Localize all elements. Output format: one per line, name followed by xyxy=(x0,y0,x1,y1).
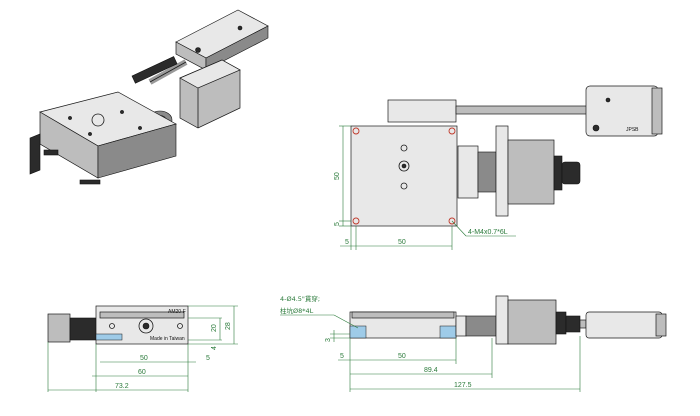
top-motor-mount xyxy=(495,125,509,217)
dim-label-73-2: 73.2 xyxy=(115,383,129,390)
mount-hole-icon xyxy=(88,132,92,136)
center-hole-icon xyxy=(400,144,408,152)
stage-base-left xyxy=(29,133,41,175)
dim-label-50-horizontal: 50 xyxy=(398,239,406,246)
center-hole-icon xyxy=(400,182,408,190)
center-hole-icon xyxy=(398,160,410,172)
dim-label-89-4: 89.4 xyxy=(424,367,438,374)
top-cable xyxy=(455,105,593,115)
mount-hole-icon xyxy=(138,126,142,130)
dim-label-5-vertical: 5 xyxy=(334,222,341,226)
dim-label-127-5: 127.5 xyxy=(454,382,472,389)
tapped-hole-icon xyxy=(448,217,456,225)
dim-label-60: 60 xyxy=(138,369,146,376)
side-cable-stub xyxy=(579,319,587,329)
front-made-in-label: Made in Taiwan xyxy=(150,336,185,342)
side-coupling xyxy=(465,315,497,337)
motor-top xyxy=(179,59,241,89)
side-counterbore-right xyxy=(439,325,457,339)
front-motor-flange xyxy=(69,317,97,341)
center-hole-core xyxy=(401,163,407,169)
top-motor-flange xyxy=(457,145,479,199)
front-top-carriage xyxy=(99,311,185,319)
front-leadscrew-icon xyxy=(138,318,154,334)
label-plate xyxy=(43,149,59,156)
dim-label-3: 3 xyxy=(325,338,332,342)
tapped-hole-icon xyxy=(352,217,360,225)
top-coupling xyxy=(477,151,497,193)
dim-label-28: 28 xyxy=(225,322,232,330)
side-connector-pins xyxy=(655,313,667,337)
front-model-label: AM20-F xyxy=(168,309,186,315)
side-connector xyxy=(585,311,663,339)
dim-label-5-horizontal: 5 xyxy=(345,239,349,246)
callout-leader xyxy=(451,220,467,237)
callout-leader xyxy=(333,314,359,329)
top-connector-pins xyxy=(651,87,663,135)
front-hole-icon xyxy=(109,323,115,329)
dim-label-50-vertical: 50 xyxy=(334,172,341,180)
top-cable-block xyxy=(387,99,457,123)
mount-hole-icon xyxy=(120,110,124,114)
isometric-view xyxy=(29,9,269,185)
dim-label-20: 20 xyxy=(211,324,218,332)
connector-screw-icon xyxy=(237,25,243,31)
connector-screw-icon xyxy=(195,47,201,53)
top-connector-screw-icon xyxy=(592,124,600,132)
top-motor-knob xyxy=(561,161,581,185)
dim-label-50: 50 xyxy=(398,353,406,360)
connector-front-face xyxy=(205,25,269,71)
dim-label-50: 50 xyxy=(140,355,148,362)
side-counterbore-left xyxy=(349,325,367,339)
callout-through-holes: 4-Ø4.5"貫穿; xyxy=(280,294,320,303)
front-leadscrew-core xyxy=(142,322,150,330)
dim-label-5: 5 xyxy=(340,353,344,360)
top-stage-plate xyxy=(350,125,458,227)
callout-tapped-holes: 4-M4x0.7*6L xyxy=(468,229,508,236)
tapped-hole-icon xyxy=(448,127,456,135)
front-motor-end xyxy=(47,313,71,343)
stage-front-face xyxy=(97,123,177,179)
side-flange xyxy=(455,315,467,337)
top-view: JPSB 50 5 5 50 4-M4x0.7*6L xyxy=(334,85,663,250)
top-motor-cap xyxy=(553,155,563,191)
side-top-carriage xyxy=(351,311,455,319)
label-plate xyxy=(79,179,101,185)
side-motor-mount xyxy=(495,295,509,345)
side-motor-body xyxy=(507,299,557,345)
top-motor-body xyxy=(507,139,555,205)
side-motor-knob xyxy=(565,315,581,333)
cable-outline xyxy=(149,61,187,83)
side-motor-cap xyxy=(555,311,567,335)
top-connector-screw-icon xyxy=(605,97,611,103)
dim-label-4: 4 xyxy=(211,346,218,350)
brand-mark: JPSB xyxy=(626,127,639,133)
callout-counterbore: 柱坑Ø8*4L xyxy=(280,306,314,315)
center-hole-icon xyxy=(91,113,105,127)
motor-bracket xyxy=(131,56,178,84)
tapped-hole-icon xyxy=(352,127,360,135)
front-view: AM20-F Made in Taiwan 20 28 4 50 5 60 73… xyxy=(47,305,238,392)
dim-label-5: 5 xyxy=(206,355,210,362)
mount-hole-icon xyxy=(68,116,72,120)
front-hole-icon xyxy=(177,323,183,329)
front-label-plate xyxy=(95,333,123,341)
side-view: 4-Ø4.5"貫穿; 柱坑Ø8*4L 3 5 50 89.4 127.5 xyxy=(280,294,667,392)
